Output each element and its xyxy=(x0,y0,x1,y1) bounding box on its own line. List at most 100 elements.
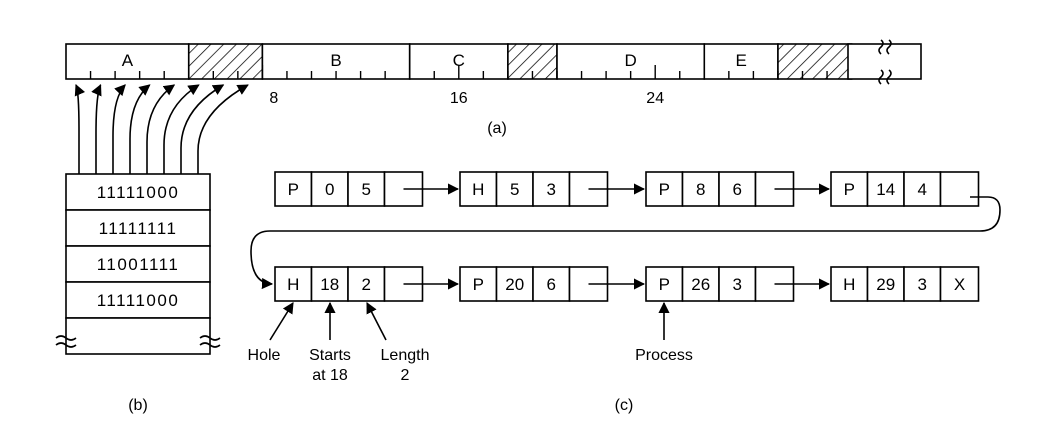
memory-segment xyxy=(65,43,190,80)
segment-label: A xyxy=(122,51,134,70)
annotation-length-line1: Length xyxy=(381,347,430,364)
node-start-text: 26 xyxy=(691,275,710,294)
segment-label: B xyxy=(330,51,341,70)
address-label: 8 xyxy=(269,90,278,107)
bitmap-arrow xyxy=(129,84,151,174)
node-field-type xyxy=(645,171,684,207)
list-node: H 29 3 X xyxy=(830,266,980,302)
list-wrap-arrow xyxy=(250,196,1001,290)
node-field-len xyxy=(903,171,942,207)
node-field-type xyxy=(830,171,869,207)
caption-c: (c) xyxy=(615,397,634,414)
node-field-start xyxy=(866,171,905,207)
bitmap-arrow xyxy=(74,83,86,174)
break-mark-bottom xyxy=(878,69,892,85)
bitmap-arrow xyxy=(91,83,102,174)
node-field-len xyxy=(347,171,386,207)
node-type-text: P xyxy=(473,275,484,294)
segment-label: E xyxy=(735,51,746,70)
node-start-text: 20 xyxy=(505,275,524,294)
annotation-starts-line2: at 18 xyxy=(312,367,348,384)
node-field-len xyxy=(532,171,571,207)
bitmap-row xyxy=(65,245,211,283)
list-node: P 0 5 xyxy=(274,171,460,207)
break-mark-top xyxy=(878,39,892,55)
list-node: H 18 2 xyxy=(274,266,460,302)
bitmap-row xyxy=(65,209,211,247)
bitmap-arrow xyxy=(180,84,225,174)
node-len-text: 6 xyxy=(733,180,742,199)
node-pointer-field xyxy=(939,171,980,207)
annotation-process: Process xyxy=(635,347,693,364)
bitmap-arrow xyxy=(112,84,126,174)
memory-unallocated-tail xyxy=(847,39,922,85)
memory-hole xyxy=(187,43,264,80)
bitmap-bits: 11001111 xyxy=(97,255,180,274)
annotation-hole: Hole xyxy=(248,347,281,364)
list-node: P 20 6 xyxy=(459,266,646,302)
memory-ticks: 8 16 24 xyxy=(89,65,828,107)
bitmap: 11111000 11111111 11001111 11111000 xyxy=(65,173,211,319)
node-type-text: P xyxy=(659,180,670,199)
annotations: Hole Starts at 18 Length 2 Process xyxy=(248,301,693,384)
node-type-text: P xyxy=(659,275,670,294)
node-field-start xyxy=(866,266,905,302)
bitmap-bits: 11111000 xyxy=(97,183,180,202)
bitmap-arrow xyxy=(197,84,249,174)
node-null-pointer: X xyxy=(954,275,965,294)
list-node: P 8 6 xyxy=(645,171,831,207)
node-field-type xyxy=(830,266,869,302)
node-start-text: 5 xyxy=(510,180,519,199)
annotation-length-line2: 2 xyxy=(401,367,410,384)
memory-hole xyxy=(777,43,853,80)
address-label: 24 xyxy=(646,90,664,107)
node-field-len xyxy=(718,266,757,302)
node-type-text: H xyxy=(287,275,299,294)
bitmap-break-left xyxy=(55,335,77,348)
node-start-text: 8 xyxy=(696,180,705,199)
bitmap-row xyxy=(65,281,211,319)
list-node: P 14 4 xyxy=(830,171,980,207)
bitmap-arrow xyxy=(146,84,176,174)
node-field-type xyxy=(274,171,313,207)
node-type-text: H xyxy=(843,275,855,294)
node-field-type xyxy=(459,266,498,302)
node-start-text: 18 xyxy=(320,275,339,294)
list-node: P 26 3 xyxy=(645,266,831,302)
node-len-text: 3 xyxy=(547,180,556,199)
node-field-start xyxy=(495,266,534,302)
bitmap-row xyxy=(65,173,211,211)
node-field-type xyxy=(274,266,313,302)
bitmap-bits: 11111000 xyxy=(97,291,180,310)
bitmap-bits: 11111111 xyxy=(99,219,178,238)
caption-a: (a) xyxy=(487,120,507,137)
node-start-text: 29 xyxy=(876,275,895,294)
bitmap-arrows xyxy=(74,83,249,174)
node-len-text: 3 xyxy=(918,275,927,294)
segment-label: D xyxy=(625,51,637,70)
node-len-text: 5 xyxy=(362,180,371,199)
node-len-text: 6 xyxy=(547,275,556,294)
node-type-text: P xyxy=(844,180,855,199)
node-field-type xyxy=(645,266,684,302)
node-field-len xyxy=(532,266,571,302)
node-field-len xyxy=(903,266,942,302)
node-len-text: 2 xyxy=(362,275,371,294)
annotation-starts-line1: Starts xyxy=(309,347,351,364)
node-len-text: 4 xyxy=(918,180,927,199)
node-field-start xyxy=(495,171,534,207)
bitmap-arrow xyxy=(163,84,200,174)
bitmap-break-right xyxy=(199,335,221,348)
caption-b: (b) xyxy=(128,397,148,414)
node-field-type xyxy=(459,171,498,207)
address-label: 16 xyxy=(450,90,468,107)
node-len-text: 3 xyxy=(733,275,742,294)
node-start-text: 0 xyxy=(325,180,334,199)
node-type-text: P xyxy=(288,180,299,199)
node-start-text: 14 xyxy=(876,180,895,199)
node-pointer-field xyxy=(939,266,980,302)
bitmap-continuation xyxy=(55,317,221,355)
